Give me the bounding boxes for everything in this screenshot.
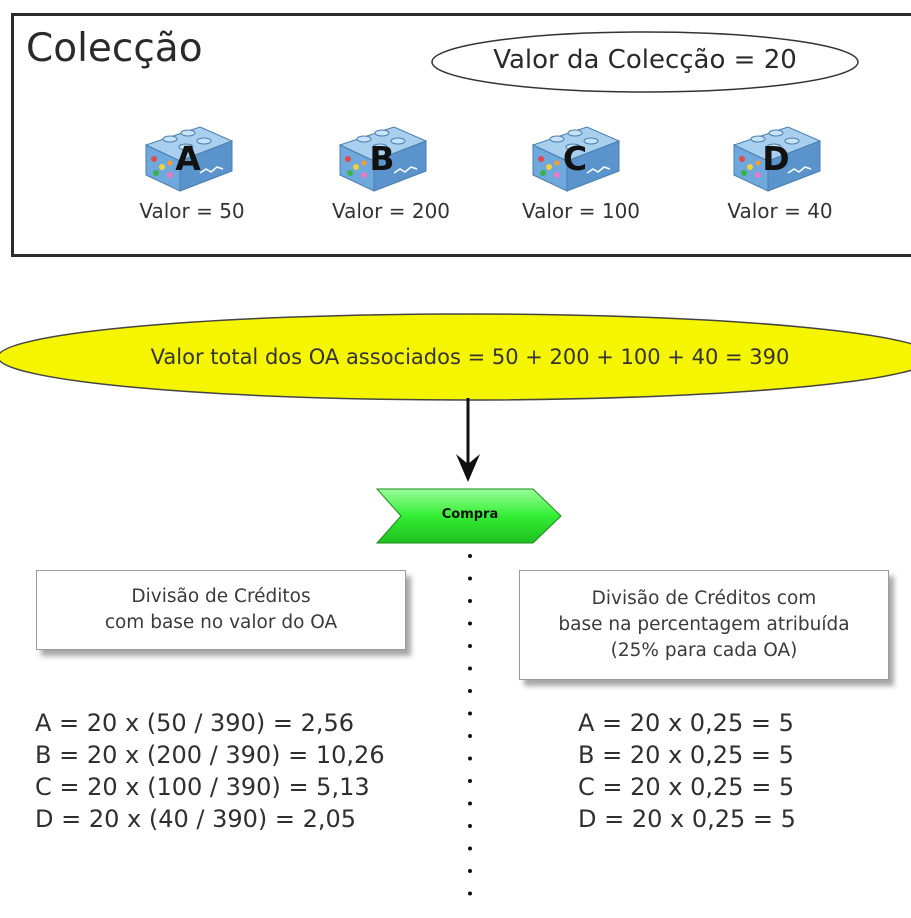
block-value-d: Valor = 40 bbox=[727, 199, 833, 223]
total-value-label: Valor total dos OA associados = 50 + 200… bbox=[150, 345, 790, 369]
block-letter-a: A bbox=[175, 139, 201, 178]
method-left-line-1: Divisão de Créditos bbox=[131, 586, 311, 607]
block-value-b: Valor = 200 bbox=[331, 199, 451, 223]
total-value-ellipse bbox=[0, 313, 911, 401]
results-by-percentage: A = 20 x 0,25 = 5 B = 20 x 0,25 = 5 C = … bbox=[578, 707, 796, 835]
results-by-value: A = 20 x (50 / 390) = 2,56 B = 20 x (200… bbox=[35, 707, 385, 835]
method-box-by-value: Divisão de Créditos com base no valor do… bbox=[36, 570, 406, 650]
collection-item-d: D bbox=[728, 115, 828, 215]
method-right-line-3: (25% para cada OA) bbox=[610, 640, 798, 661]
collection-value-oval bbox=[431, 31, 859, 93]
method-right-line-1: Divisão de Créditos com bbox=[591, 588, 817, 609]
collection-item-b: B bbox=[334, 115, 434, 215]
collection-item-c: C bbox=[527, 115, 627, 215]
dotted-divider bbox=[468, 554, 472, 912]
block-value-c: Valor = 100 bbox=[521, 199, 641, 223]
method-box-by-percentage: Divisão de Créditos com base na percenta… bbox=[519, 570, 889, 680]
chevron-step-icon bbox=[375, 488, 562, 544]
collection-title: Colecção bbox=[26, 26, 203, 71]
method-left-line-2: com base no valor do OA bbox=[104, 612, 338, 633]
lego-block-icon bbox=[144, 126, 234, 192]
result-line: D = 20 x 0,25 = 5 bbox=[578, 805, 796, 833]
lego-block-icon bbox=[732, 126, 822, 192]
purchase-label: Compra bbox=[441, 507, 499, 522]
collection-value-label: Valor da Colecção = 20 bbox=[493, 45, 797, 75]
result-line: C = 20 x (100 / 390) = 5,13 bbox=[35, 773, 370, 801]
block-value-a: Valor = 50 bbox=[139, 199, 245, 223]
arrow-down-icon bbox=[456, 398, 480, 482]
collection-item-a: A bbox=[140, 115, 240, 215]
block-letter-d: D bbox=[762, 139, 790, 178]
result-line: D = 20 x (40 / 390) = 2,05 bbox=[35, 805, 357, 833]
result-line: B = 20 x 0,25 = 5 bbox=[578, 741, 794, 769]
block-letter-c: C bbox=[562, 139, 588, 178]
lego-block-icon bbox=[531, 126, 621, 192]
result-line: A = 20 x 0,25 = 5 bbox=[578, 709, 794, 737]
block-letter-b: B bbox=[369, 139, 395, 178]
lego-block-icon bbox=[338, 126, 428, 192]
result-line: C = 20 x 0,25 = 5 bbox=[578, 773, 795, 801]
method-right-line-2: base na percentagem atribuída bbox=[558, 614, 850, 635]
result-line: B = 20 x (200 / 390) = 10,26 bbox=[35, 741, 385, 769]
result-line: A = 20 x (50 / 390) = 2,56 bbox=[35, 709, 355, 737]
